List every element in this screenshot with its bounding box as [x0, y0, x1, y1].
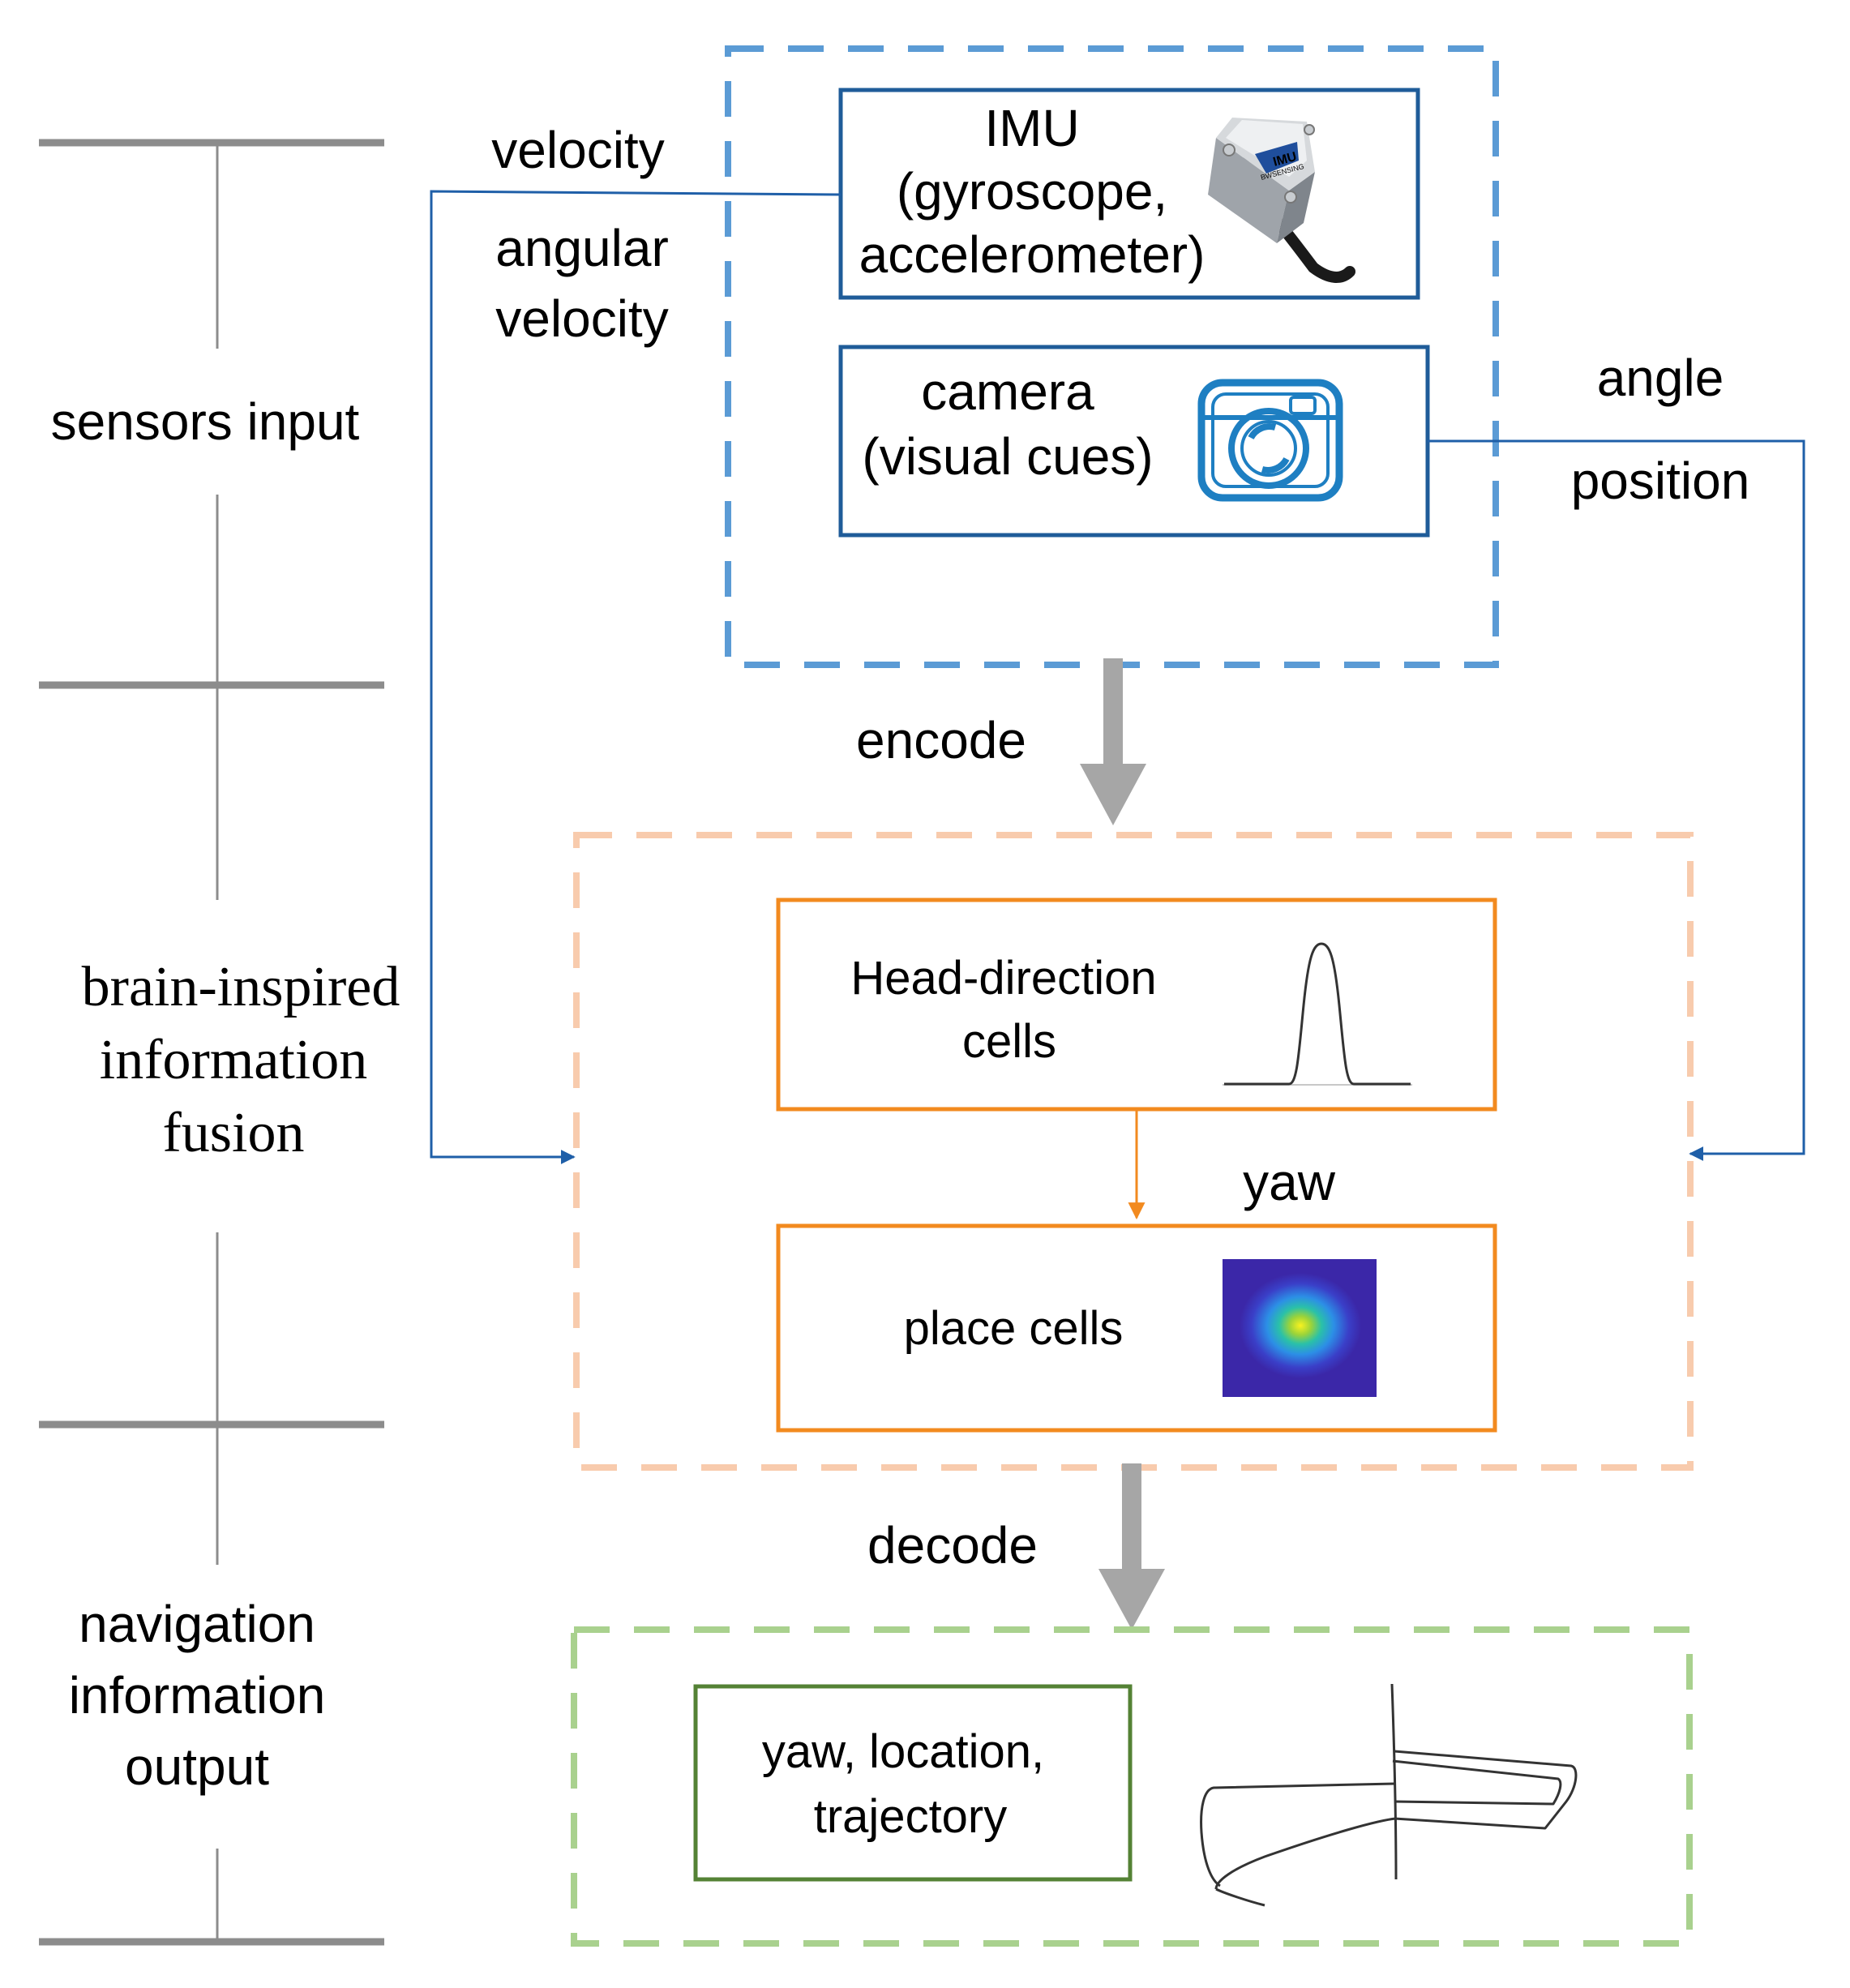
place-cells-box: [776, 1223, 1497, 1433]
output-frame: [571, 1626, 1693, 1947]
trajectory-sketch-icon: [1200, 1683, 1578, 1907]
camera-box: [838, 345, 1430, 538]
imu-subtitle-line-1: (gyroscope,: [897, 162, 1167, 221]
camera-icon: [1197, 379, 1343, 502]
signal-position: position: [1571, 452, 1750, 510]
angle-position-connector: [1428, 439, 1805, 1161]
yaw-label: yaw: [1243, 1153, 1336, 1211]
stage-label-output-line-3: output: [125, 1737, 269, 1796]
encode-label: encode: [856, 711, 1026, 769]
stage-label-fusion-line-3: fusion: [163, 1102, 305, 1164]
signal-angular-velocity-line-2: velocity: [495, 289, 668, 348]
output-box: [693, 1684, 1133, 1882]
decode-label: decode: [867, 1516, 1038, 1575]
signal-velocity: velocity: [491, 121, 664, 179]
stage-label-output-line-1: navigation: [79, 1595, 315, 1653]
place-cells-label: place cells: [904, 1302, 1124, 1355]
imu-subtitle-line-2: accelerometer): [859, 225, 1205, 284]
signal-angular-velocity-line-1: angular: [495, 219, 669, 277]
stage-label-fusion-line-1: brain-inspired: [82, 956, 400, 1018]
camera-title: camera: [921, 362, 1094, 421]
output-label-line-2: trajectory: [814, 1790, 1008, 1843]
signal-angle: angle: [1597, 349, 1724, 407]
head-direction-label-line-2: cells: [962, 1015, 1056, 1068]
imu-device-icon: IMU BWSENSING: [1208, 118, 1355, 283]
decode-arrow: [1098, 1463, 1165, 1630]
velocity-connector: [430, 190, 841, 1164]
head-direction-label-line-1: Head-direction: [850, 952, 1156, 1005]
stage-label-fusion-line-2: information: [100, 1029, 367, 1091]
output-label-line-1: yaw, location,: [762, 1725, 1044, 1778]
stage-label-output-line-2: information: [69, 1666, 326, 1725]
head-direction-box: [776, 898, 1497, 1112]
encode-arrow: [1080, 658, 1146, 825]
head-direction-tuning-curve-icon: [1223, 942, 1412, 1086]
imu-box: [838, 88, 1420, 300]
stage-label-sensors-input: sensors input: [51, 392, 360, 451]
camera-subtitle: (visual cues): [862, 427, 1153, 486]
imu-title: IMU: [984, 99, 1079, 157]
place-cell-heatmap-icon: [1223, 1259, 1377, 1397]
stage-timeline: [39, 139, 384, 1946]
